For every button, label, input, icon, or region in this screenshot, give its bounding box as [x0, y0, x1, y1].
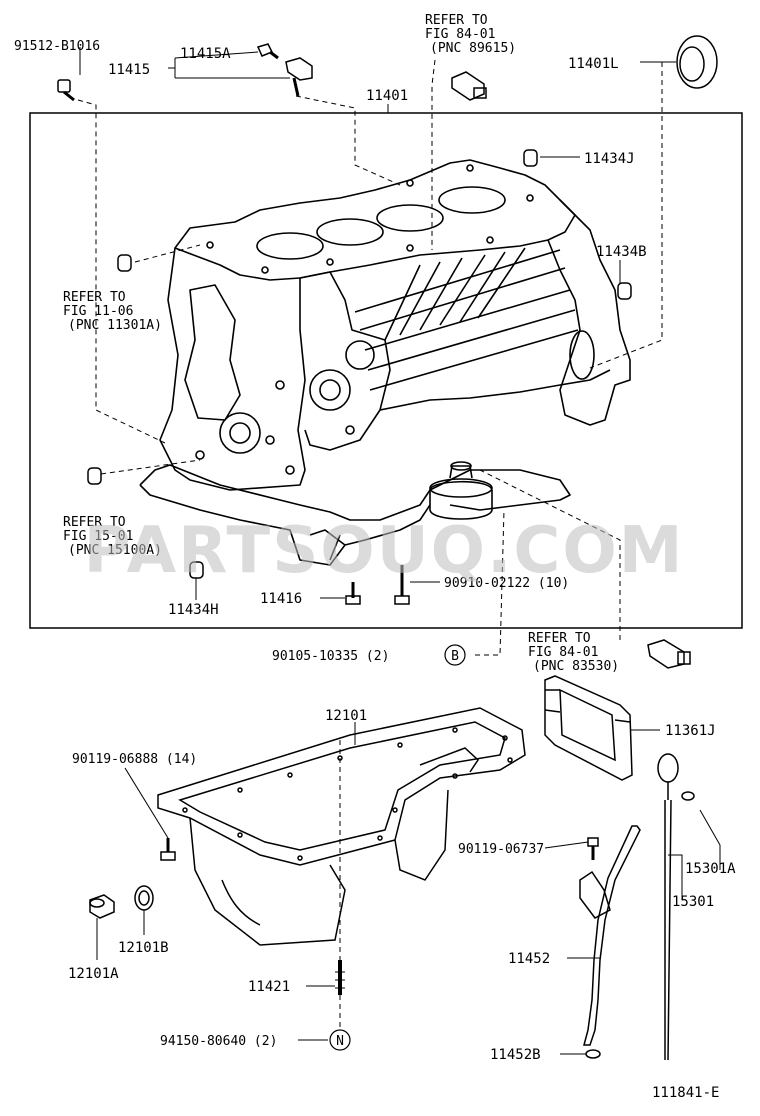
sensor-83530	[647, 639, 691, 669]
bolt-11416	[345, 582, 361, 605]
label-11401L: 11401L	[568, 56, 619, 72]
label-94150-80640: 94150-80640 (2)	[160, 1034, 277, 1049]
baffle-11361J	[544, 675, 633, 781]
part-11415A	[256, 43, 279, 60]
ref-right-line3: (PNC 83530)	[533, 659, 619, 674]
ref-left1-line1: REFER TO	[63, 290, 126, 305]
part-labels: 91512-B1016 11415A 11415 11401 11401L 11…	[14, 39, 736, 1063]
label-15301A: 15301A	[685, 861, 736, 877]
marker-b: B	[444, 644, 466, 666]
guide-11452	[579, 825, 641, 1046]
dowel-11434B	[617, 282, 632, 300]
label-11415A: 11415A	[180, 46, 231, 62]
label-90119-06737: 90119-06737	[458, 842, 544, 857]
label-11416: 11416	[260, 591, 302, 607]
bolt-90119-06737	[587, 837, 599, 860]
ref-right-line1: REFER TO	[528, 631, 591, 646]
ref-left1-line2: FIG 11-06	[63, 304, 133, 319]
ref-left1-line3: (PNC 11301A)	[68, 318, 162, 333]
label-12101: 12101	[325, 708, 367, 724]
gauge-15301	[657, 753, 679, 1061]
label-12101B: 12101B	[118, 940, 169, 956]
label-90119-06888: 90119-06888 (14)	[72, 752, 197, 767]
bolt-90119-06888	[160, 838, 176, 861]
small-parts	[57, 35, 718, 1061]
ref-left2-line2: FIG 15-01	[63, 529, 133, 544]
ref-note-top: REFER TO FIG 84-01 (PNC 89615)	[425, 13, 516, 56]
bolt-90910	[394, 565, 410, 605]
label-15301: 15301	[672, 894, 714, 910]
figure-id: 111841-E	[652, 1085, 719, 1101]
bolt-91512	[57, 79, 75, 102]
ref-right-line2: FIG 84-01	[528, 645, 598, 660]
ref-top-line3: (PNC 89615)	[430, 41, 516, 56]
seal-11401L	[676, 35, 718, 89]
gasket-12101B	[134, 885, 154, 911]
label-11361J: 11361J	[665, 723, 716, 739]
ref-note-left2: REFER TO FIG 15-01 (PNC 15100A)	[63, 515, 162, 558]
ref-note-right: REFER TO FIG 84-01 (PNC 83530)	[528, 631, 619, 674]
block-frame	[29, 112, 743, 629]
label-11452: 11452	[508, 951, 550, 967]
label-11434H: 11434H	[168, 602, 219, 618]
oil-pan-12101	[157, 707, 526, 946]
ref-left2-line3: (PNC 15100A)	[68, 543, 162, 558]
drain-plug-12101A	[89, 894, 115, 919]
label-11421: 11421	[248, 979, 290, 995]
dowel-15100A	[87, 467, 102, 485]
marker-b-label: B	[451, 649, 459, 664]
ref-top-line1: REFER TO	[425, 13, 488, 28]
label-11401: 11401	[366, 88, 408, 104]
label-11415: 11415	[108, 62, 150, 78]
cylinder-block	[139, 159, 631, 566]
marker-n: N	[329, 1029, 351, 1051]
marker-n-label: N	[336, 1034, 344, 1049]
part-11415	[285, 57, 313, 97]
label-11434J: 11434J	[584, 151, 635, 167]
dowel-11301A	[117, 254, 132, 272]
label-12101A: 12101A	[68, 966, 119, 982]
ref-left2-line1: REFER TO	[63, 515, 126, 530]
label-11452B: 11452B	[490, 1047, 541, 1063]
label-91512-B1016: 91512-B1016	[14, 39, 100, 54]
label-90105-10335: 90105-10335 (2)	[272, 649, 389, 664]
o-ring-15301A	[681, 791, 695, 801]
sensor-89615	[451, 71, 487, 101]
ref-note-left1: REFER TO FIG 11-06 (PNC 11301A)	[63, 290, 162, 333]
dowel-11434J	[523, 149, 538, 167]
stud-11421	[335, 960, 345, 995]
leader-lines	[77, 47, 721, 1055]
ref-top-line2: FIG 84-01	[425, 27, 495, 42]
label-11434B: 11434B	[596, 244, 647, 260]
o-ring-11452B	[585, 1049, 601, 1059]
label-90910-02122: 90910-02122 (10)	[444, 576, 569, 591]
watermark: PARTSOUQ.COM	[84, 514, 685, 588]
